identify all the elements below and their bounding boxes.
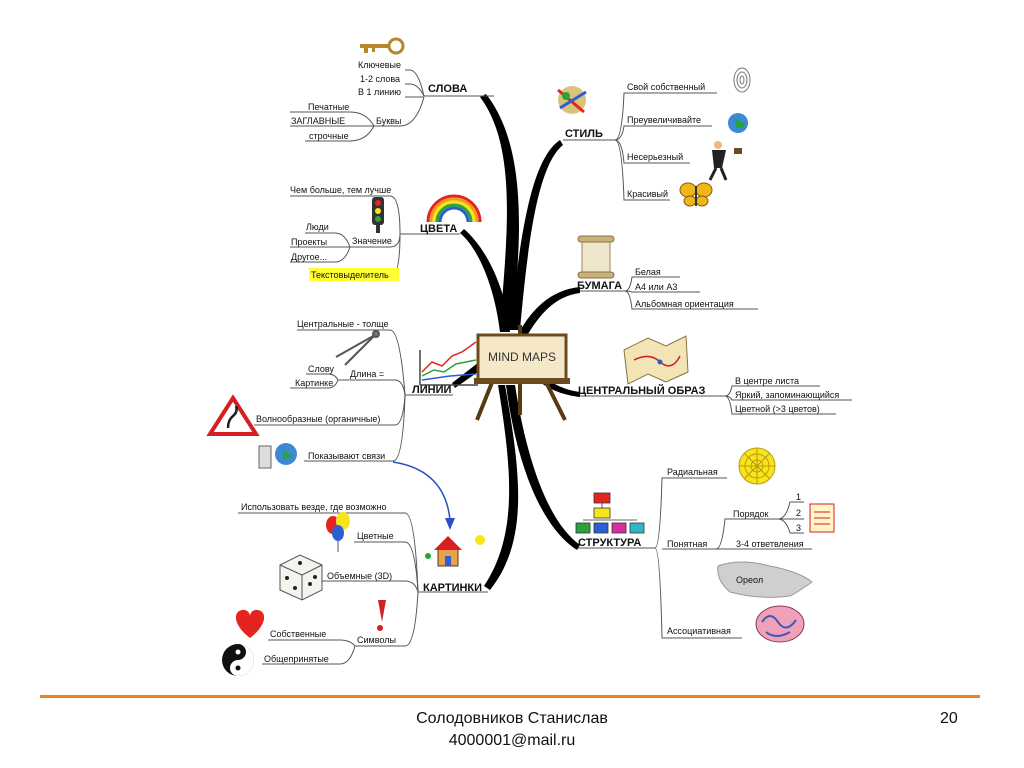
footer-divider — [40, 695, 980, 698]
label-halo: Ореол — [736, 575, 763, 585]
label-lowercase: строчные — [309, 131, 349, 141]
checklist-icon — [809, 503, 835, 533]
link-arrow — [392, 461, 455, 530]
label-more-better: Чем больше, тем лучше — [290, 185, 391, 195]
footer-email: 4000001@mail.ru — [448, 732, 576, 749]
house-picture-icon — [425, 535, 485, 567]
label-central-thicker: Центральные - толще — [297, 319, 389, 329]
label-other: Другое... — [291, 252, 327, 262]
businessman-icon — [708, 141, 742, 181]
rainbow-icon — [426, 194, 482, 223]
label-one-line: В 1 линию — [358, 87, 401, 97]
label-keywords: Ключевые — [358, 60, 401, 70]
footer-author: Солодовников Станислав — [416, 710, 608, 727]
label-order-2: 2 — [796, 508, 801, 518]
central-easel: MIND MAPS — [474, 325, 570, 421]
label-show-links: Показывают связи — [308, 451, 385, 461]
center-title: MIND MAPS — [488, 350, 556, 364]
fingerprint-icon — [733, 67, 751, 93]
label-letters: Буквы — [376, 116, 401, 126]
branch-to-style — [510, 140, 563, 330]
label-own-symbols: Собственные — [270, 629, 326, 639]
label-order-3: 3 — [796, 523, 801, 533]
label-wavy: Волнообразные (органичные) — [256, 414, 380, 424]
paper-scroll-icon — [577, 235, 615, 279]
branch-title-lines: ЛИНИИ — [412, 384, 451, 396]
label-beautiful: Красивый — [627, 189, 668, 199]
key-icon — [360, 37, 405, 55]
halo-shape: Ореол — [717, 561, 813, 598]
label-meaning: Значение — [352, 236, 392, 246]
label-landscape: Альбомная ориентация — [635, 299, 734, 309]
label-picture: Картинке — [295, 378, 333, 388]
dice-icon — [279, 554, 323, 601]
label-unserious: Несерьезный — [627, 152, 683, 162]
balloons-icon — [326, 512, 350, 552]
line-graph-icon — [419, 341, 478, 386]
label-order: Порядок — [733, 509, 769, 519]
branch-title-central-image: ЦЕНТРАЛЬНЫЙ ОБРАЗ — [578, 384, 706, 397]
label-a4-a3: А4 или А3 — [635, 282, 677, 292]
label-order-1: 1 — [796, 492, 801, 502]
label-1-2-words: 1-2 слова — [360, 74, 400, 84]
label-word: Слову — [308, 364, 334, 374]
connector-lines — [238, 69, 852, 665]
label-use-everywhere: Использовать везде, где возможно — [241, 502, 387, 512]
branch-title-paper: БУМАГА — [577, 280, 622, 292]
org-chart-icon — [575, 492, 645, 534]
label-own-style: Свой собственный — [627, 82, 705, 92]
branch-title-style: СТИЛЬ — [565, 128, 603, 140]
branch-to-pictures — [484, 385, 519, 590]
label-3d: Объемные (3D) — [327, 571, 392, 581]
branch-title-colors: ЦВЕТА — [420, 223, 457, 235]
exclamation-icon — [377, 600, 386, 631]
label-colored: Цветные — [357, 531, 394, 541]
page-number: 20 — [940, 710, 958, 727]
winding-road-sign-icon — [206, 394, 260, 436]
label-3-4-branches: 3-4 ответвления — [736, 539, 804, 549]
brain-icon — [755, 605, 805, 643]
label-people: Люди — [306, 222, 329, 232]
yin-yang-icon — [222, 644, 254, 676]
branch-to-words — [480, 94, 519, 330]
branch-to-structure — [506, 385, 580, 550]
label-radial: Радиальная — [667, 467, 718, 477]
branch-title-words: СЛОВА — [428, 83, 467, 95]
globe-icon — [728, 113, 748, 133]
label-capitals: ЗАГЛАВНЫЕ — [291, 116, 345, 126]
label-clear: Понятная — [667, 539, 707, 549]
butterfly-icon — [679, 182, 713, 207]
label-associative: Ассоциативная — [667, 626, 731, 636]
label-bright: Яркий, запоминающийся — [735, 390, 839, 400]
label-printed: Печатные — [308, 102, 349, 112]
mind-map-diagram: MIND MAPS — [206, 37, 852, 676]
heart-icon — [235, 609, 265, 638]
branch-title-pictures: КАРТИНКИ — [423, 582, 482, 594]
traffic-light-icon — [372, 197, 384, 233]
compass-icon — [335, 330, 380, 366]
branch-title-structure: СТРУКТУРА — [578, 537, 641, 549]
branch-to-colors — [460, 229, 510, 332]
label-center-sheet: В центре листа — [735, 376, 799, 386]
label-exaggerate: Преувеличивайте — [627, 115, 701, 125]
label-highlighter: Текстовыделитель — [311, 270, 389, 280]
main-branches — [452, 94, 580, 590]
label-common-symbols: Общепринятые — [264, 654, 329, 664]
label-projects: Проекты — [291, 237, 327, 247]
highlighter-swatch — [309, 268, 399, 281]
label-white: Белая — [635, 267, 661, 277]
label-colored-3: Цветной (>3 цветов) — [735, 404, 820, 414]
map-icon — [623, 335, 689, 385]
label-length-eq: Длина = — [350, 369, 384, 379]
globe-computer-icon — [258, 443, 297, 469]
style-collage-icon — [557, 86, 587, 114]
radial-target-icon — [738, 447, 776, 485]
label-symbols: Символы — [357, 635, 396, 645]
